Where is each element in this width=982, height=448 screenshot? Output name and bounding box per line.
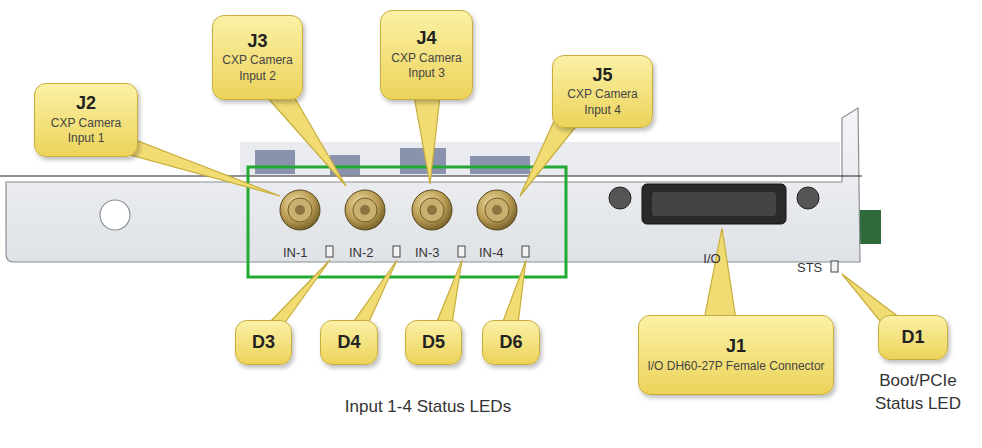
panel-marking: IN-2 — [349, 244, 374, 262]
chip — [400, 148, 446, 174]
part-description: I/O DH60-27P Female Connector — [647, 359, 824, 375]
mounting-hole — [100, 200, 130, 230]
part-description: CXP Camera Input 3 — [389, 51, 464, 82]
callout-number: D3 — [252, 332, 275, 353]
callout-bubble: J2CXP Camera Input 1 — [34, 83, 138, 157]
callout-bubble: J3CXP Camera Input 2 — [212, 15, 303, 100]
chip — [470, 156, 530, 174]
callout-number: J4 — [416, 28, 436, 49]
panel-marking: IN-3 — [415, 244, 440, 262]
io-connector-face — [652, 192, 776, 216]
panel-marking: IN-1 — [283, 244, 308, 262]
callout-number: D5 — [422, 332, 445, 353]
callout-number: J5 — [592, 65, 612, 86]
callout-number: J2 — [76, 93, 96, 114]
chip — [255, 150, 295, 174]
part-description: CXP Camera Input 2 — [221, 53, 294, 84]
callout-bubble: D3 — [235, 320, 292, 365]
panel-marking: I/O — [703, 250, 720, 268]
callout-bubble: D4 — [320, 320, 378, 365]
callout-bubble: D6 — [482, 320, 540, 365]
part-description: CXP Camera Input 1 — [43, 116, 129, 147]
callout-number: D1 — [901, 327, 924, 348]
panel-marking: IN-4 — [479, 244, 504, 262]
callout-bubble: J1I/O DH60-27P Female Connector — [638, 315, 833, 395]
callout-bubble: J5CXP Camera Input 4 — [552, 55, 653, 128]
panel-marking: STS — [797, 259, 822, 277]
callout-bubble: J4CXP Camera Input 3 — [380, 10, 473, 100]
callout-bubble: D5 — [405, 320, 462, 365]
callout-bubble: D1 — [878, 315, 948, 360]
jack-screw — [609, 187, 631, 209]
callout-number: D6 — [499, 332, 522, 353]
highlight-frame — [248, 167, 566, 277]
callout-number: D4 — [337, 332, 360, 353]
io-connector — [642, 184, 786, 224]
callout-number: J1 — [726, 336, 746, 357]
caption-label: Boot/PCIe Status LED — [863, 370, 973, 416]
part-description: CXP Camera Input 4 — [561, 87, 644, 118]
jack-screw — [797, 187, 819, 209]
status-leds — [326, 246, 838, 272]
caption-label: Input 1-4 Status LEDs — [345, 396, 511, 419]
callout-number: J3 — [247, 31, 267, 52]
callout-tails — [112, 90, 900, 326]
bnc-connectors — [280, 190, 517, 230]
